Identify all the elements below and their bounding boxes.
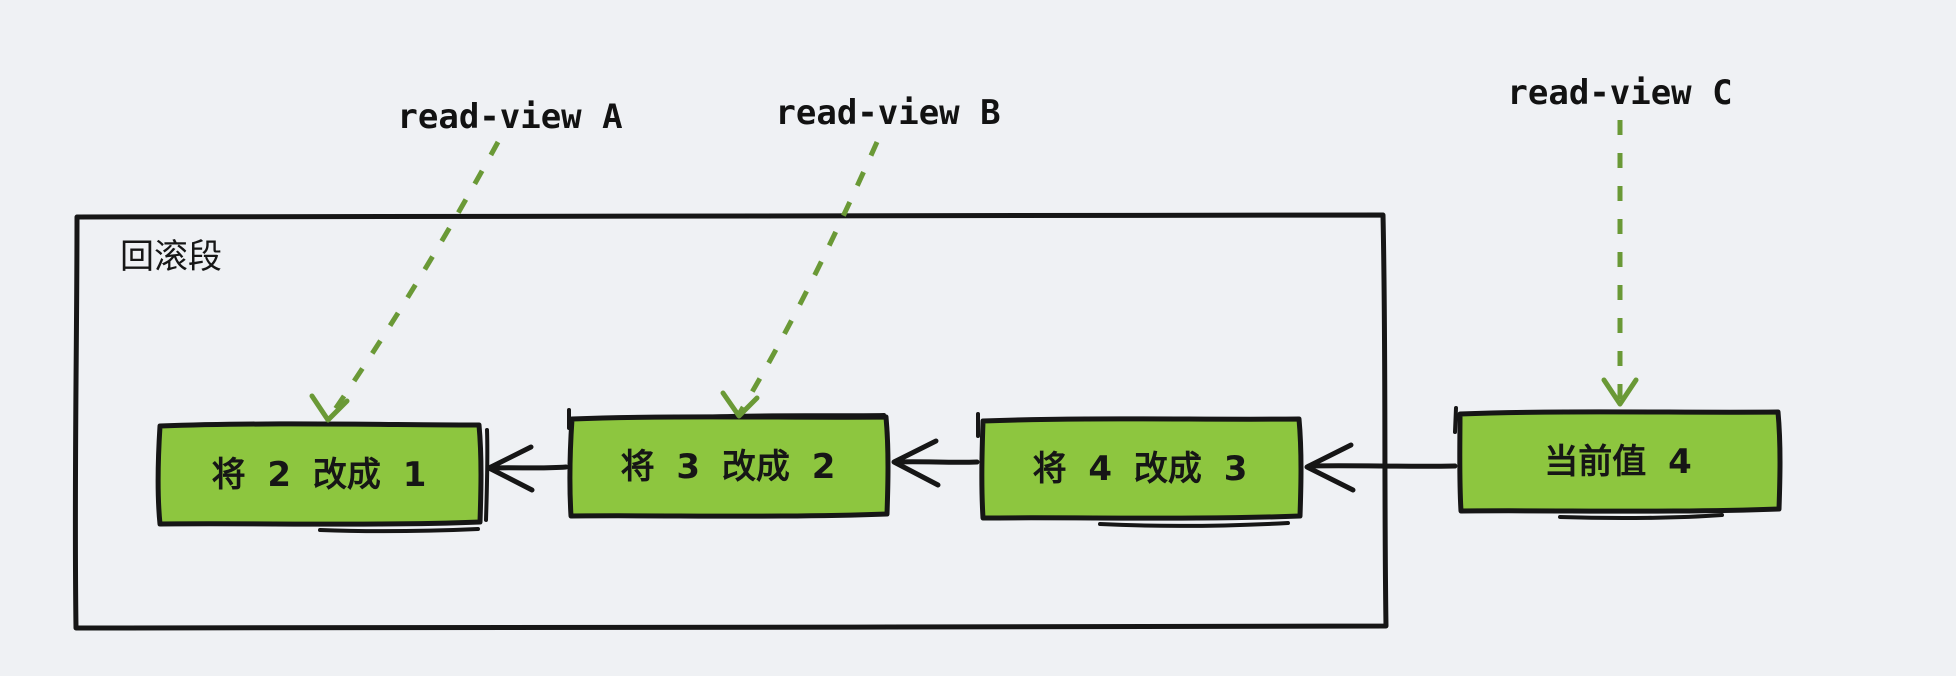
undo-record-box-1-label: 将 2 改成 1 xyxy=(212,455,427,495)
readview-c-arrow-head xyxy=(1601,377,1639,407)
arrow-shaft xyxy=(1306,463,1458,469)
readview-a-arrow-line xyxy=(326,140,501,420)
undo-record-box-1-shape xyxy=(155,421,484,527)
sketch-detail xyxy=(567,408,886,430)
readview-a-arrow xyxy=(309,140,501,423)
arrow-head xyxy=(891,438,941,488)
arrow-current-to-box3 xyxy=(1304,442,1458,493)
arrow-head xyxy=(1304,442,1356,493)
arrow-shaft xyxy=(893,459,980,465)
arrow-box2-to-box1 xyxy=(486,444,569,493)
undo-record-box-2: 将 3 改成 2 xyxy=(567,408,891,519)
current-value-box-shape xyxy=(1457,409,1783,514)
rollback-segment-label: 回滚段 xyxy=(120,237,222,277)
arrow-shaft xyxy=(488,464,569,471)
sketch-detail xyxy=(976,412,1290,528)
readview-a-arrow-head xyxy=(309,393,350,423)
arrow-head xyxy=(486,444,535,493)
current-value-box: 当前值 4 xyxy=(1453,406,1783,521)
sketch-detail xyxy=(1453,406,1724,521)
undo-record-box-3: 将 4 改成 3 xyxy=(976,412,1304,528)
readview-a-label: read-view A xyxy=(397,97,622,137)
readview-b-arrow-head xyxy=(720,390,760,419)
readview-b-arrow xyxy=(720,140,880,419)
undo-record-box-2-label: 将 3 改成 2 xyxy=(621,447,836,487)
readview-b-arrow-line xyxy=(736,140,880,416)
readview-c-arrow xyxy=(1601,120,1639,407)
arrow-box3-to-box2 xyxy=(891,438,980,488)
readview-b-label: read-view B xyxy=(775,93,1000,133)
sketch-detail xyxy=(318,428,490,534)
undo-record-box-1: 将 2 改成 1 xyxy=(155,421,490,534)
current-value-box-label: 当前值 4 xyxy=(1544,442,1692,482)
readview-c-label: read-view C xyxy=(1507,73,1732,113)
undo-record-box-3-label: 将 4 改成 3 xyxy=(1033,449,1248,489)
rollback-segment-border xyxy=(72,212,1389,631)
undo-record-box-3-shape xyxy=(979,416,1304,521)
